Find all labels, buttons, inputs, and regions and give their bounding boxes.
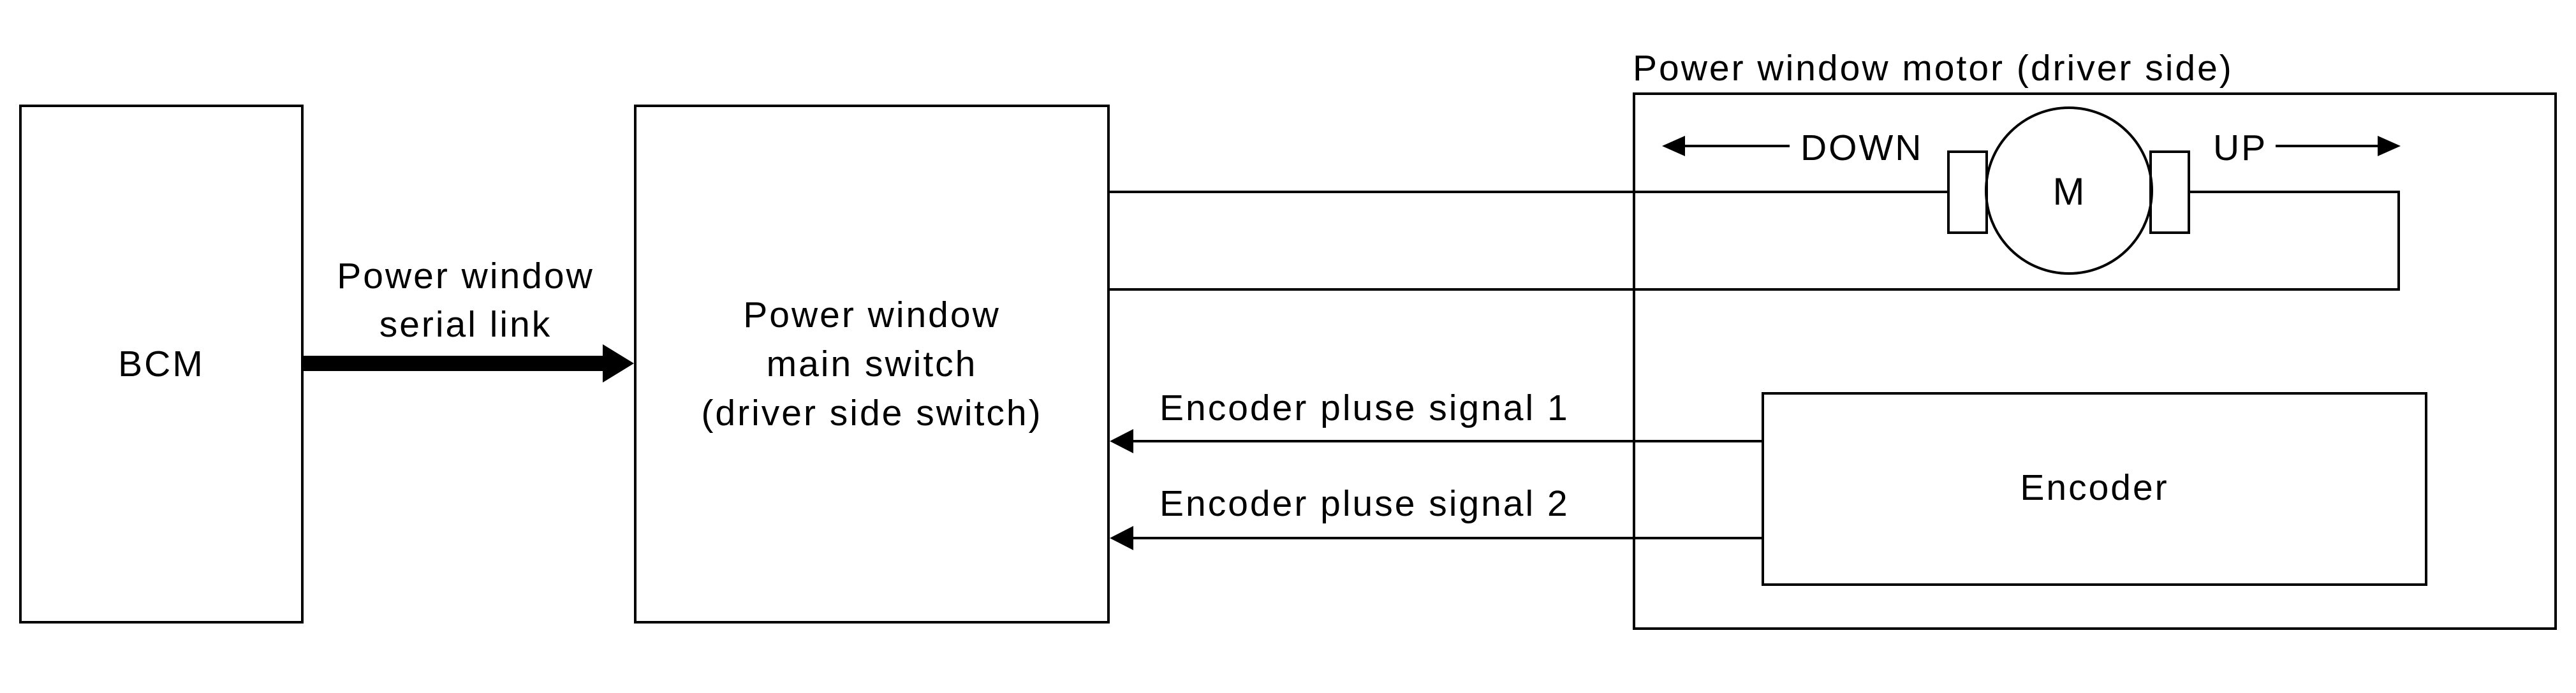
- motor-wire-lower: [1108, 191, 2400, 291]
- encoder-signal1-label: Encoder pluse signal 1: [1159, 388, 1570, 428]
- motor-group-enclosure: [1633, 92, 2557, 630]
- encoder-block: [1762, 392, 2427, 586]
- encoder-signal1-arrowhead: [1110, 429, 1133, 453]
- motor-group-title: Power window motor (driver side): [1633, 48, 2234, 89]
- main-switch-label-line1: Power window: [743, 295, 1001, 335]
- up-arrow-head: [2378, 136, 2401, 156]
- serial-link-arrowhead: [603, 344, 634, 383]
- main-switch-label-line2: main switch: [767, 344, 978, 384]
- encoder-label: Encoder: [2020, 467, 2168, 508]
- serial-link-label-line2: serial link: [379, 304, 552, 345]
- motor-brush-left: [1947, 150, 1988, 234]
- motor-brush-right: [2149, 150, 2190, 234]
- encoder-signal2-label: Encoder pluse signal 2: [1159, 483, 1570, 524]
- motor-symbol-m: M: [2053, 170, 2086, 213]
- main-switch-label-line3: (driver side switch): [701, 393, 1042, 434]
- down-label: DOWN: [1800, 128, 1923, 168]
- bcm-label: BCM: [118, 344, 205, 384]
- serial-link-label-line1: Power window: [337, 256, 594, 296]
- encoder-signal2-arrowhead: [1110, 526, 1133, 550]
- motor-circle: [1985, 106, 2153, 275]
- main-switch-block: [634, 105, 1110, 624]
- up-label: UP: [2213, 128, 2267, 168]
- down-arrow-head: [1662, 136, 1685, 156]
